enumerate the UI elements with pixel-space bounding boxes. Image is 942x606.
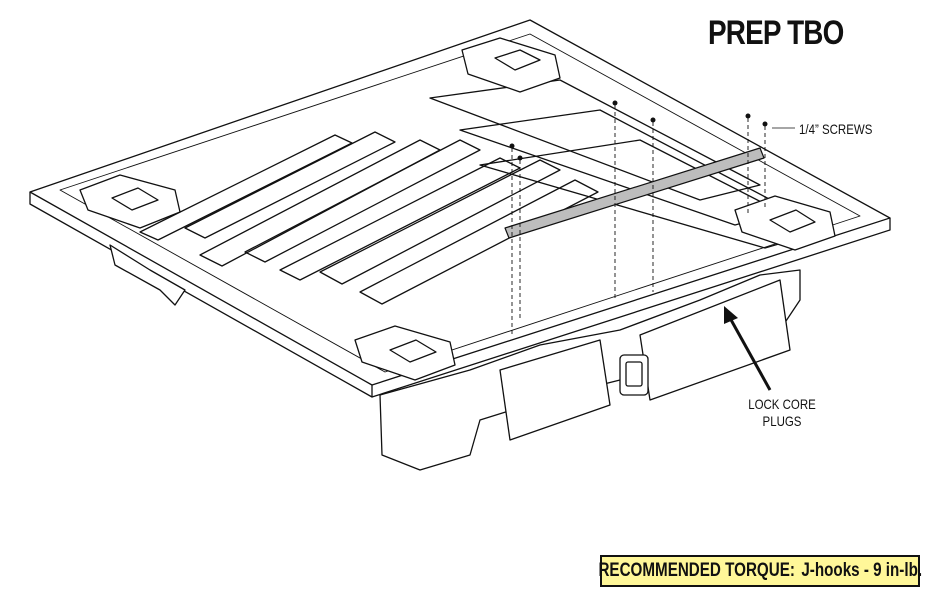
slat [184, 131, 396, 239]
drawer-housing-side [109, 244, 186, 306]
slat [359, 179, 599, 305]
tie-down-pad [79, 174, 181, 229]
lock-core-arrow [724, 306, 772, 391]
slat [244, 139, 481, 263]
lock-core-line2: PLUGS [762, 413, 802, 429]
slat [319, 159, 561, 285]
drawer-front-left [499, 339, 611, 441]
tie-down-pad [354, 325, 456, 381]
tie-down-pad [734, 195, 836, 251]
lock-core-callout: LOCK CORE PLUGS [744, 396, 819, 430]
tie-down-pad [461, 37, 561, 93]
cross-bar [504, 147, 765, 239]
torque-text: RECOMMENDED TORQUE: J-hooks - 9 in-lb. [598, 560, 922, 582]
center-latch [619, 354, 649, 396]
deck-right-edge [371, 218, 891, 398]
screws-label: 1/4” SCREWS [799, 121, 873, 137]
torque-box: RECOMMENDED TORQUE: J-hooks - 9 in-lb. [598, 555, 922, 587]
page-title: PREP TBO [708, 14, 844, 52]
deck-inner-rim [59, 33, 861, 373]
torque-value: J-hooks - 9 in-lb. [801, 560, 922, 581]
screws-callout: 1/4” SCREWS [799, 121, 872, 138]
lock-core-line1: LOCK CORE [748, 396, 816, 412]
deck-front-edge [29, 192, 373, 398]
torque-label: RECOMMENDED TORQUE: [598, 560, 795, 581]
